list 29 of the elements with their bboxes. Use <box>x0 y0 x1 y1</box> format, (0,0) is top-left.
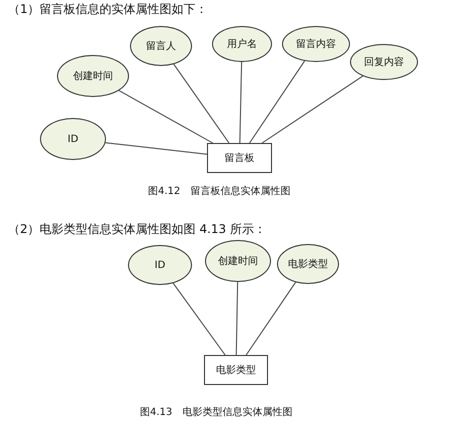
attribute-ellipse <box>350 44 418 80</box>
node-text: 回复内容 <box>364 56 404 69</box>
node-text: ID <box>68 134 78 144</box>
connector-line <box>249 60 306 144</box>
connector-line <box>104 142 208 155</box>
node-text: 电影类型 <box>288 258 328 271</box>
node-text: 用户名 <box>227 38 257 51</box>
node-text: 留言人 <box>146 40 176 53</box>
node-text: 留言内容 <box>296 38 336 51</box>
attribute-ellipse <box>282 26 350 62</box>
node-text: 电影类型 <box>216 364 256 377</box>
attribute-ellipse <box>57 55 129 97</box>
node-text: 创建时间 <box>218 254 258 268</box>
figure-caption: 图4.12 留言板信息实体属性图 <box>148 184 290 198</box>
connector-line <box>262 76 364 144</box>
connector-line <box>173 64 230 144</box>
connector-line <box>239 62 242 144</box>
section-heading: （2）电影类型信息实体属性图如图 4.13 所示： <box>8 221 266 238</box>
node-text: 创建时间 <box>73 70 113 83</box>
figure-caption: 图4.13 电影类型信息实体属性图 <box>140 406 292 419</box>
entity-box <box>204 355 268 385</box>
section-heading: （1）留言板信息的实体属性图如下： <box>8 1 208 18</box>
connector-line <box>118 90 214 144</box>
node-text: ID <box>154 260 166 270</box>
connector-line <box>172 282 226 356</box>
entity-box <box>207 143 272 173</box>
node-text: 留言板 <box>224 152 254 165</box>
connector-line <box>246 282 296 356</box>
connector-line <box>236 282 238 356</box>
